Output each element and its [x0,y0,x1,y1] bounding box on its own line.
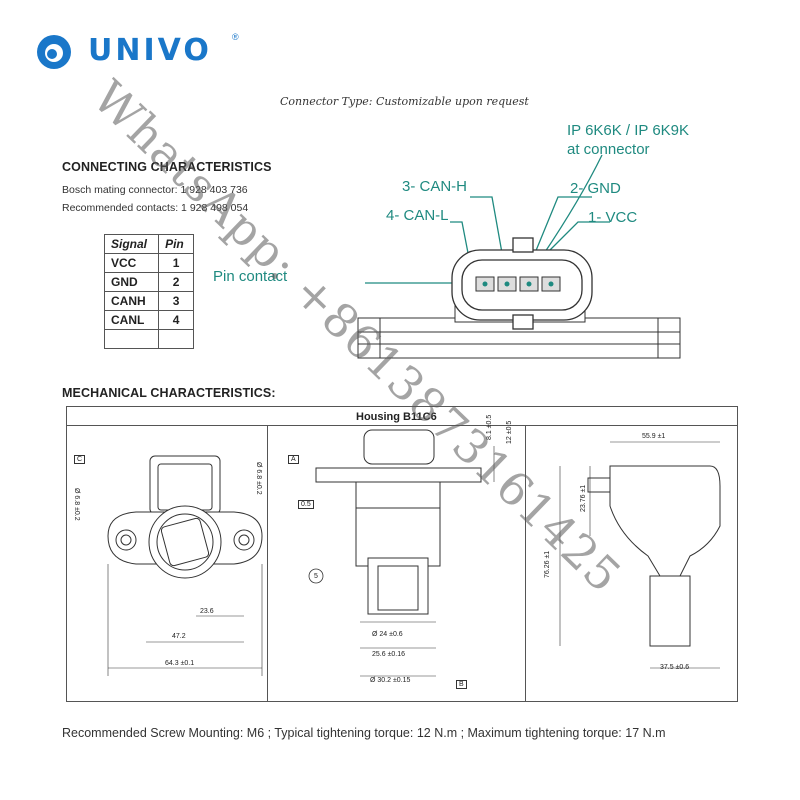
dim-right-d1: 55.9 ±1 [642,433,666,440]
datum-a: A [288,455,299,464]
dim-mid-d4: 25.6 ±0.16 [372,651,406,658]
recommended-contacts: Recommended contacts: 1 928 498 054 [62,202,249,214]
datum-c: C [74,455,86,464]
table-row [103,329,194,349]
pin-table-header: Signal Pin [103,234,194,254]
housing-label: Housing B11C6 [356,411,437,423]
signal-cell: CANH [103,291,160,311]
flatness-tol: 0.5 [298,500,314,509]
dim-right-d4: 37.5 ±0.6 [660,664,690,671]
dim-right-d2: 23.76 ±1 [580,484,587,512]
label-can-l: 4- CAN-L [386,207,449,224]
dim-left-d3: 64.3 ±0.1 [165,660,195,667]
front-view-drawing [107,455,263,676]
pin-cell [158,329,194,349]
ip-rating-line2: at connector [567,141,650,158]
label-pin-contact: Pin contact [213,268,288,285]
connector-type-note: Connector Type: Customizable upon reques… [280,95,529,108]
header-pin: Pin [158,234,194,254]
item-balloon: 5 [314,573,318,580]
mechanical-title: MECHANICAL CHARACTERISTICS: [62,386,276,400]
frame-divider-1 [267,425,268,701]
frame-top-rule [67,425,737,426]
dim-left-d1: 23.6 [200,608,214,615]
brand-name: UNIVO [88,33,212,68]
table-row: GND 2 [103,272,194,292]
ip-rating-line1: IP 6K6K / IP 6K9K [567,122,690,139]
connecting-title: CONNECTING CHARACTERISTICS [62,160,272,174]
top-view-drawing [559,441,721,669]
pin-cell: 1 [158,253,194,273]
signal-cell: CANL [103,310,160,330]
tol-right: Ø 6.8 ±0.2 [255,462,262,495]
signal-cell: GND [103,272,160,292]
mechanical-drawing-frame: Housing B11C6 [66,406,738,702]
frame-divider-2 [525,425,526,701]
tol-left: Ø 6.8 ±0.2 [73,488,80,521]
dim-left-d2: 47.2 [172,633,186,640]
side-view-drawing [308,429,495,677]
dim-mid-d3: Ø 24 ±0.6 [372,631,403,638]
registered-mark: ® [232,32,239,42]
pin-table: Signal Pin VCC 1 GND 2 CANH 3 CANL 4 [103,234,194,349]
screw-mounting-note: Recommended Screw Mounting: M6 ; Typical… [62,726,666,740]
pin-cell: 3 [158,291,194,311]
pin-cell: 4 [158,310,194,330]
connector-drawing [357,154,681,359]
univo-logo-icon [37,35,71,69]
pin-cell: 2 [158,272,194,292]
dim-mid-d5: Ø 30.2 ±0.15 [370,677,411,684]
label-gnd: 2- GND [570,180,621,197]
label-vcc: 1- VCC [588,209,638,226]
table-row: VCC 1 [103,253,194,273]
datum-b: B [456,680,467,689]
signal-cell [103,329,160,349]
brand-logo: UNIVO ® [34,32,249,72]
mating-connector: Bosch mating connector: 1 928 403 736 [62,184,248,196]
signal-cell: VCC [103,253,160,273]
dim-mid-d2: 12 ±0.5 [506,420,513,444]
label-can-h: 3- CAN-H [402,178,468,195]
table-row: CANL 4 [103,310,194,330]
header-signal: Signal [103,234,160,254]
table-row: CANH 3 [103,291,194,311]
